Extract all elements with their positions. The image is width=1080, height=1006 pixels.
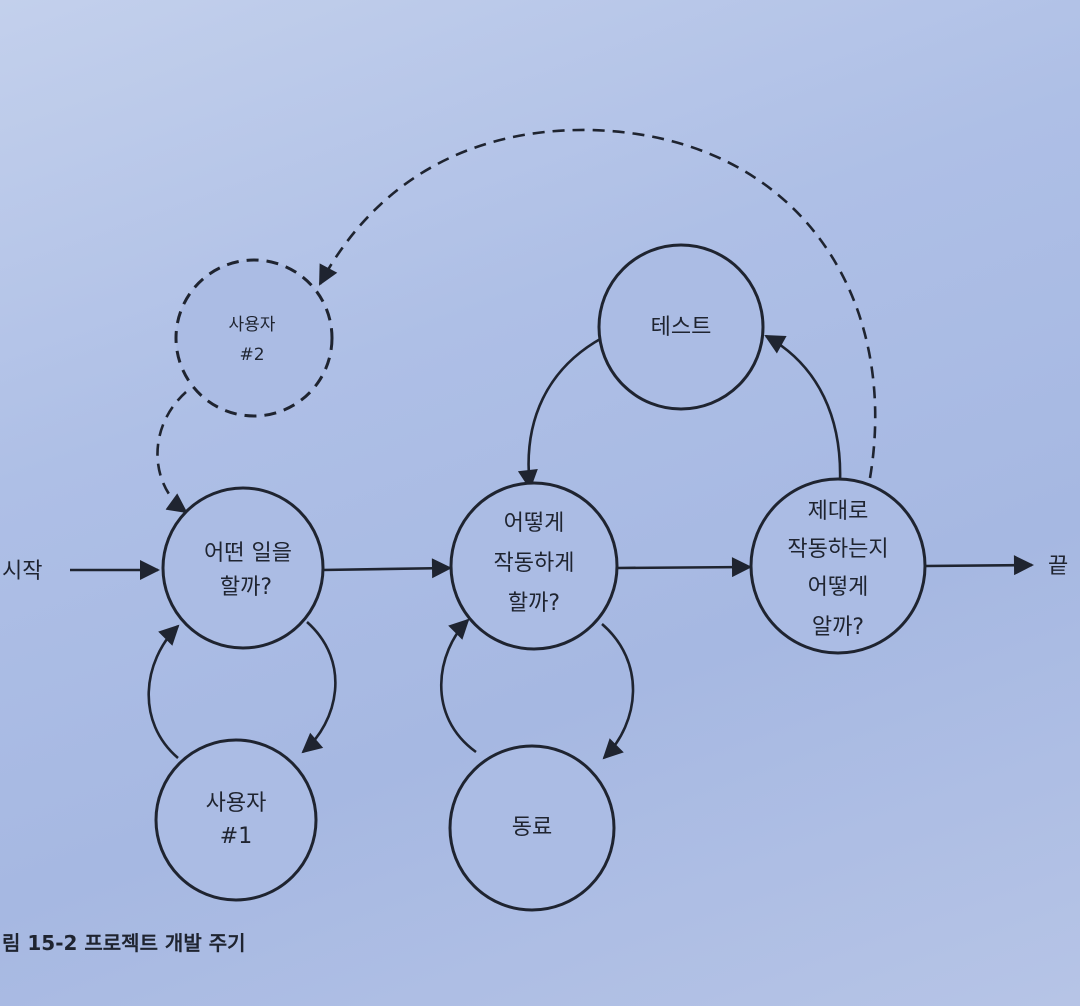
node-verify-circle — [749, 477, 927, 655]
node-user2-circle — [174, 258, 334, 418]
node-test-label: 테스트 — [651, 315, 712, 340]
node-verify-line-4: 알까? — [812, 615, 864, 640]
node-verify: 제대로 작동하는지 어떻게 알까? — [749, 477, 927, 655]
node-colleague: 동료 — [448, 744, 616, 912]
node-user2-line-2: #2 — [239, 345, 264, 365]
node-what-to-do-line-2: 할까? — [220, 575, 272, 600]
node-how-to-work: 어떻게 작동하게 할까? — [449, 481, 619, 651]
edge-colleague-to-how — [439, 618, 477, 754]
node-user1: 사용자 #1 — [154, 738, 318, 902]
end-label: 끝 — [1048, 554, 1068, 579]
node-user1-line-1: 사용자 — [206, 791, 267, 816]
edge-user1-to-what — [147, 624, 180, 759]
node-how-to-work-line-3: 할까? — [508, 591, 560, 616]
node-user1-circle — [154, 738, 318, 902]
node-verify-line-2: 작동하는지 — [787, 537, 888, 562]
node-user1-line-2: #1 — [220, 824, 252, 849]
node-what-to-do: 어떤 일을 할까? — [161, 486, 325, 650]
node-how-to-work-line-1: 어떻게 — [504, 511, 565, 536]
edge-verify-to-user2 — [318, 128, 877, 479]
edge-test-to-how — [517, 336, 603, 490]
node-user2: 사용자 #2 — [174, 258, 334, 418]
node-what-to-do-line-1: 어떤 일을 — [204, 541, 292, 566]
node-how-to-work-circle — [449, 481, 619, 651]
node-colleague-circle — [448, 744, 616, 912]
node-what-to-do-circle — [161, 486, 325, 650]
figure-caption: 림 15-2 프로젝트 개발 주기 — [2, 931, 246, 955]
edge-verify-to-end — [924, 555, 1034, 576]
node-how-to-work-line-2: 작동하게 — [494, 551, 575, 576]
edge-what-to-how — [321, 558, 452, 579]
edge-user2-to-what — [156, 391, 188, 514]
start-label: 시작 — [2, 559, 42, 584]
node-user2-line-1: 사용자 — [229, 315, 276, 335]
node-test: 테스트 — [597, 243, 765, 411]
node-test-circle — [597, 243, 765, 411]
edge-verify-to-test — [764, 334, 842, 483]
node-verify-line-3: 어떻게 — [808, 575, 869, 600]
node-verify-line-1: 제대로 — [808, 499, 869, 524]
edge-what-to-user1 — [301, 621, 337, 754]
edge-how-to-verify — [616, 557, 752, 578]
node-colleague-label: 동료 — [512, 815, 552, 840]
edges — [70, 128, 1034, 760]
edge-how-to-colleague — [601, 623, 635, 760]
